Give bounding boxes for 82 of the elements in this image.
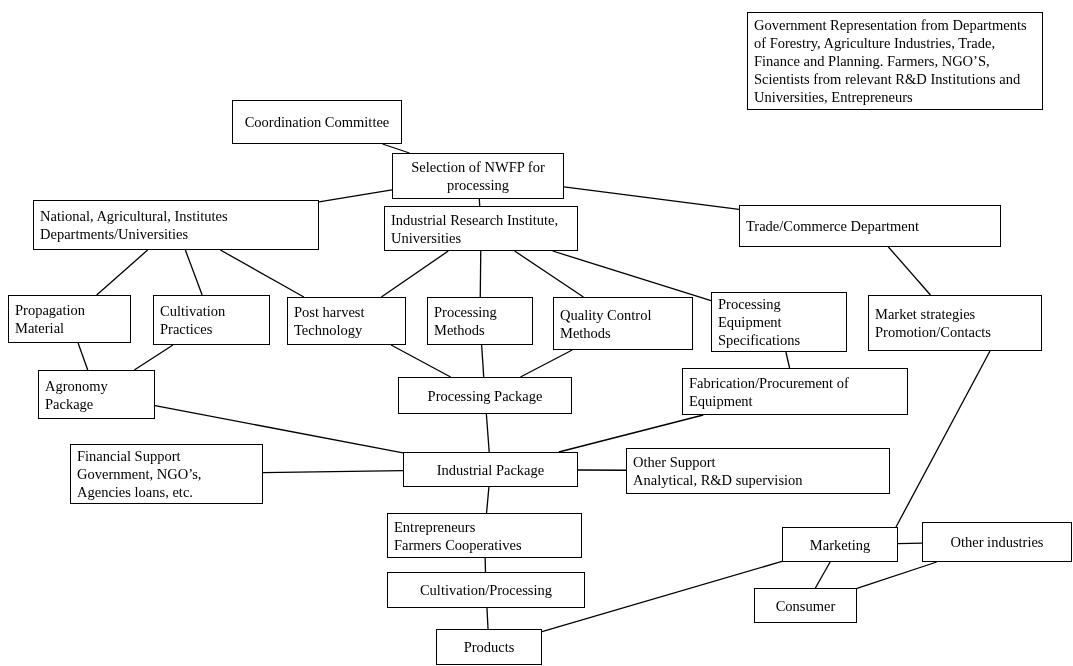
box-text: Processing Methods [434, 303, 498, 339]
box-text: Cultivation/Processing [419, 581, 553, 599]
box-text: Promotion/Contacts [875, 323, 992, 341]
process-box [287, 297, 406, 345]
box-text: Cultivation Practices [160, 302, 227, 338]
connector-line [485, 413, 490, 453]
process-box [782, 527, 898, 562]
process-box [739, 205, 1001, 247]
process-box [403, 452, 578, 487]
box-text: Industrial Research Institute, Universities [391, 210, 560, 247]
process-box [682, 368, 908, 415]
box-text: Government, NGO’s, Agencies loans, etc. [77, 465, 203, 501]
process-box [922, 522, 1072, 562]
box-text: Financial Support [77, 447, 182, 465]
box-text: Products [463, 638, 515, 656]
box-text: Other Support [633, 453, 717, 471]
box-text: Entrepreneurs [394, 517, 477, 536]
process-box [387, 572, 585, 608]
connector-line [390, 344, 452, 378]
process-box [387, 513, 582, 558]
connector-line [96, 249, 149, 296]
connector-line [480, 344, 485, 378]
process-box [754, 588, 857, 623]
connector-line [541, 560, 783, 633]
connector-line [262, 470, 404, 474]
connector-line [133, 344, 174, 371]
process-box [427, 297, 533, 345]
box-text: Processing Equipment Specifications [718, 295, 802, 349]
box-text: Quality Control Methods [560, 305, 653, 342]
box-text: Processing Package [427, 386, 543, 405]
connector-line [856, 561, 938, 590]
process-box [553, 297, 693, 350]
connector-line [318, 189, 393, 203]
process-box [38, 370, 155, 419]
connector-line [552, 250, 712, 302]
box-text: Market strategies [875, 305, 977, 323]
box-text: Consumer [775, 596, 836, 615]
box-text: Industrial Package [436, 460, 545, 479]
process-box [384, 206, 578, 251]
box-text: Agronomy Package [45, 376, 109, 413]
connector-line [887, 246, 932, 296]
box-text: Selection of NWFP for processing [410, 158, 546, 194]
process-box [868, 295, 1042, 351]
process-box [398, 377, 572, 414]
process-box [232, 100, 402, 144]
process-box [33, 200, 319, 250]
connector-line [519, 349, 573, 378]
process-box [392, 153, 564, 199]
box-text: Coordination Committee [244, 113, 390, 131]
process-box [8, 295, 131, 343]
connector-line [895, 350, 991, 528]
connector-line [154, 405, 404, 454]
box-text: Post harvest Technology [294, 303, 366, 339]
box-text: National, Agricultural, Institutes Departments/Universities [40, 207, 229, 243]
connector-line [485, 486, 490, 514]
box-text: Other industries [950, 533, 1044, 551]
connector-line [514, 250, 585, 298]
process-box [626, 448, 890, 494]
connector-line [219, 249, 305, 298]
box-text: Farmers Cooperatives [394, 535, 523, 554]
process-box [153, 295, 270, 345]
box-text: Fabrication/Procurement of Equipment [689, 373, 850, 410]
connector-line [563, 186, 740, 210]
connector-line [785, 351, 791, 369]
connector-line [558, 414, 704, 453]
box-text: Marketing [809, 535, 871, 554]
connector-line [479, 250, 482, 298]
connector-line [814, 561, 831, 589]
box-text: Propagation Material [15, 301, 87, 337]
box-text: Government Representation from Departments of Forestry, Agriculture Industries, Trade, Finance and Planning. Farmers, NGO’S, Scientists from relevant R&D Institutions and Universities, Entrepreneurs [754, 16, 1028, 106]
connector-line [381, 143, 411, 154]
connector-line [77, 342, 89, 371]
connector-line [897, 542, 923, 545]
process-box [711, 292, 847, 352]
process-box [436, 629, 542, 665]
connector-line [486, 607, 489, 630]
box-text: Trade/Commerce Department [746, 217, 920, 235]
connector-line [577, 469, 627, 471]
process-box [70, 444, 263, 504]
box-text: Analytical, R&D supervision [633, 471, 804, 489]
connector-line [380, 250, 449, 298]
connector-line [184, 249, 203, 296]
